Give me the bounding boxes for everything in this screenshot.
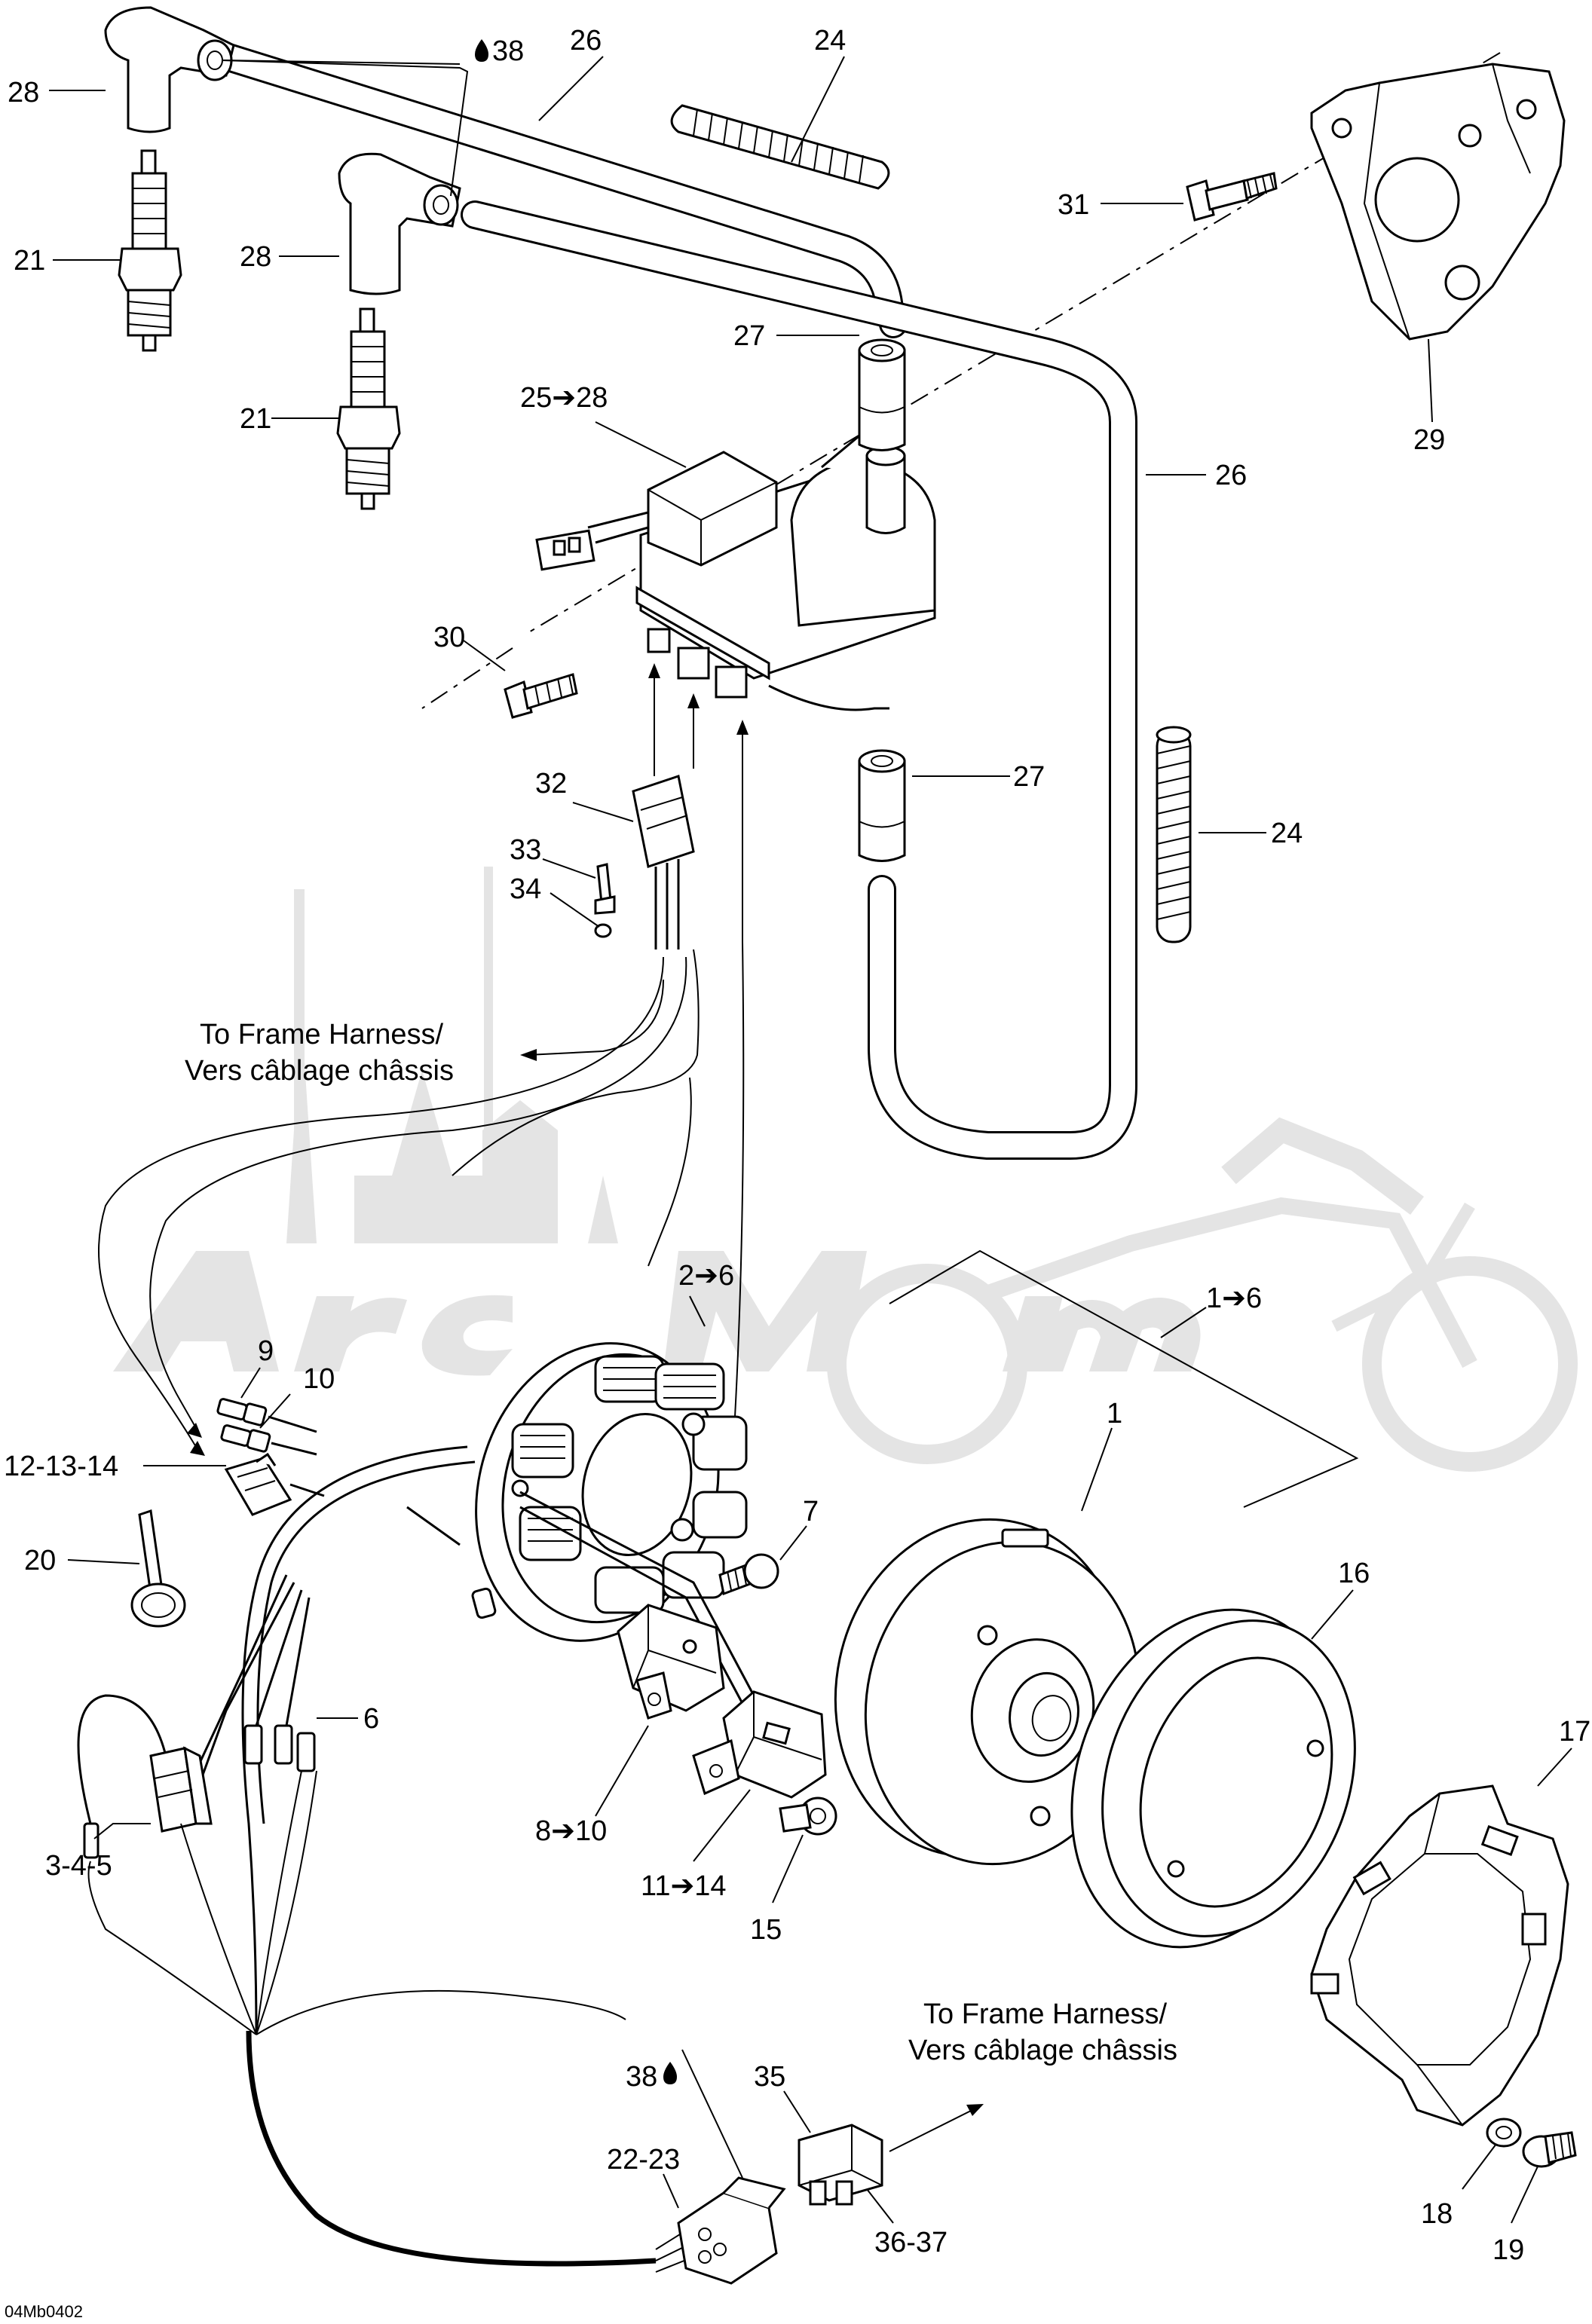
callout-27: 27 (1013, 761, 1045, 793)
callout-29: 29 (1413, 424, 1445, 456)
tie-wrap-20 (130, 1509, 186, 1628)
stator-harness (77, 1445, 763, 2035)
frame-harness-notes: To Frame Harness/ Vers câblage châssis T… (185, 1019, 1177, 2066)
callout-24: 24 (1271, 818, 1303, 849)
callout-1-6: 1➔6 (1206, 1283, 1262, 1314)
callout-10: 10 (303, 1363, 335, 1395)
leader-lines (49, 56, 1572, 2224)
connector-10 (220, 1415, 317, 1456)
callout-27: 27 (733, 320, 765, 352)
group-bracket-1-6 (889, 1249, 1359, 1508)
callout-2-6: 2➔6 (678, 1260, 734, 1292)
connector-22-23 (677, 2176, 786, 2285)
screw-15 (779, 1797, 837, 1836)
callout-3-4-5: 3-4-5 (45, 1850, 112, 1882)
note-frame-harness-bottom-fr: Vers câblage châssis (908, 2035, 1177, 2066)
callout-25-28: 25➔28 (520, 382, 608, 414)
assembly-centerline-lower (421, 647, 513, 709)
ignition-coil-25 (635, 428, 936, 711)
callout-21: 21 (240, 403, 271, 435)
sleeve-27-bottom (858, 749, 906, 862)
callout-31: 31 (1058, 189, 1089, 221)
spiral-wrap-24-top (670, 104, 890, 190)
spark-plug-21-right (336, 307, 401, 510)
callout-7: 7 (803, 1496, 819, 1527)
terminal-33 (594, 863, 616, 915)
callout-12-13-14: 12-13-14 (4, 1451, 118, 1482)
grease-drop-icon (475, 39, 488, 62)
callout-28: 28 (240, 241, 271, 273)
trigger-coil-8 (617, 1604, 725, 1720)
callout-20: 20 (24, 1545, 56, 1576)
seal-34 (594, 923, 612, 938)
callout-24: 24 (814, 25, 846, 57)
callout-22-23: 22-23 (607, 2144, 680, 2176)
callout-17: 17 (1559, 1716, 1590, 1748)
washer-18 (1486, 2118, 1522, 2148)
callout-8-10: 8➔10 (535, 1815, 607, 1847)
callout-16: 16 (1338, 1558, 1370, 1589)
callout-36-37: 36-37 (874, 2227, 948, 2258)
image-code: 04Mb0402 (5, 2302, 83, 2321)
main-harness (87, 1770, 694, 2273)
bracket-29 (1310, 63, 1566, 341)
spark-plug-cap-28-left (104, 6, 235, 133)
callout-26: 26 (1215, 460, 1247, 491)
connector-12-13-14 (224, 1452, 325, 1516)
screw-7 (718, 1553, 779, 1596)
connector-9 (216, 1398, 268, 1427)
connector-3-4-5 (149, 1746, 213, 1833)
connector-35 (798, 2104, 984, 2206)
callout-26: 26 (570, 25, 602, 57)
harness-routing-lines (98, 956, 687, 1456)
note-frame-harness-top-fr: Vers câblage châssis (185, 1055, 454, 1087)
screw-31 (1186, 172, 1278, 222)
spiral-wrap-24-side (1156, 726, 1192, 943)
spark-plug-21-left (118, 149, 182, 352)
spark-plug-cap-28-right (338, 152, 461, 295)
callout-33: 33 (510, 834, 541, 866)
assembly-arrows (452, 663, 749, 1417)
callout-34: 34 (510, 873, 541, 905)
note-frame-harness-top-en: To Frame Harness/ (200, 1019, 444, 1050)
screw-30 (504, 673, 578, 719)
callout-19: 19 (1492, 2234, 1524, 2266)
callout-28: 28 (8, 77, 39, 109)
note-frame-harness-bottom-en: To Frame Harness/ (923, 1998, 1168, 2030)
callout-38: 38 (492, 35, 524, 67)
callout-32: 32 (535, 768, 567, 800)
callout-38: 38 (626, 2061, 657, 2093)
cover-17 (1310, 1784, 1569, 2127)
callout-21: 21 (14, 245, 45, 277)
grease-drop-icon (663, 2062, 677, 2084)
callout-30: 30 (433, 622, 465, 653)
callout-15: 15 (750, 1914, 782, 1946)
magneto-rotor-1 (834, 1518, 1141, 1866)
watermark (113, 867, 1578, 1472)
connector-32 (632, 775, 695, 949)
screw-19 (1522, 2131, 1577, 2168)
trigger-coil-11 (692, 1690, 827, 1799)
high-tension-lead-26 (212, 42, 1137, 1160)
coil-pigtail-connector (535, 511, 649, 571)
callout-9: 9 (258, 1335, 274, 1367)
stator-2 (475, 1342, 748, 1642)
starter-ring-16 (1070, 1608, 1356, 1949)
callout-18: 18 (1421, 2198, 1453, 2230)
callout-35: 35 (754, 2061, 785, 2093)
callout-6: 6 (363, 1703, 379, 1735)
callout-labels: 28 38 26 24 21 28 31 27 21 25➔28 26 29 3… (4, 25, 1590, 2266)
callout-11-14: 11➔14 (641, 1870, 727, 1902)
sleeve-27-top (858, 338, 906, 451)
callout-1: 1 (1107, 1398, 1122, 1430)
